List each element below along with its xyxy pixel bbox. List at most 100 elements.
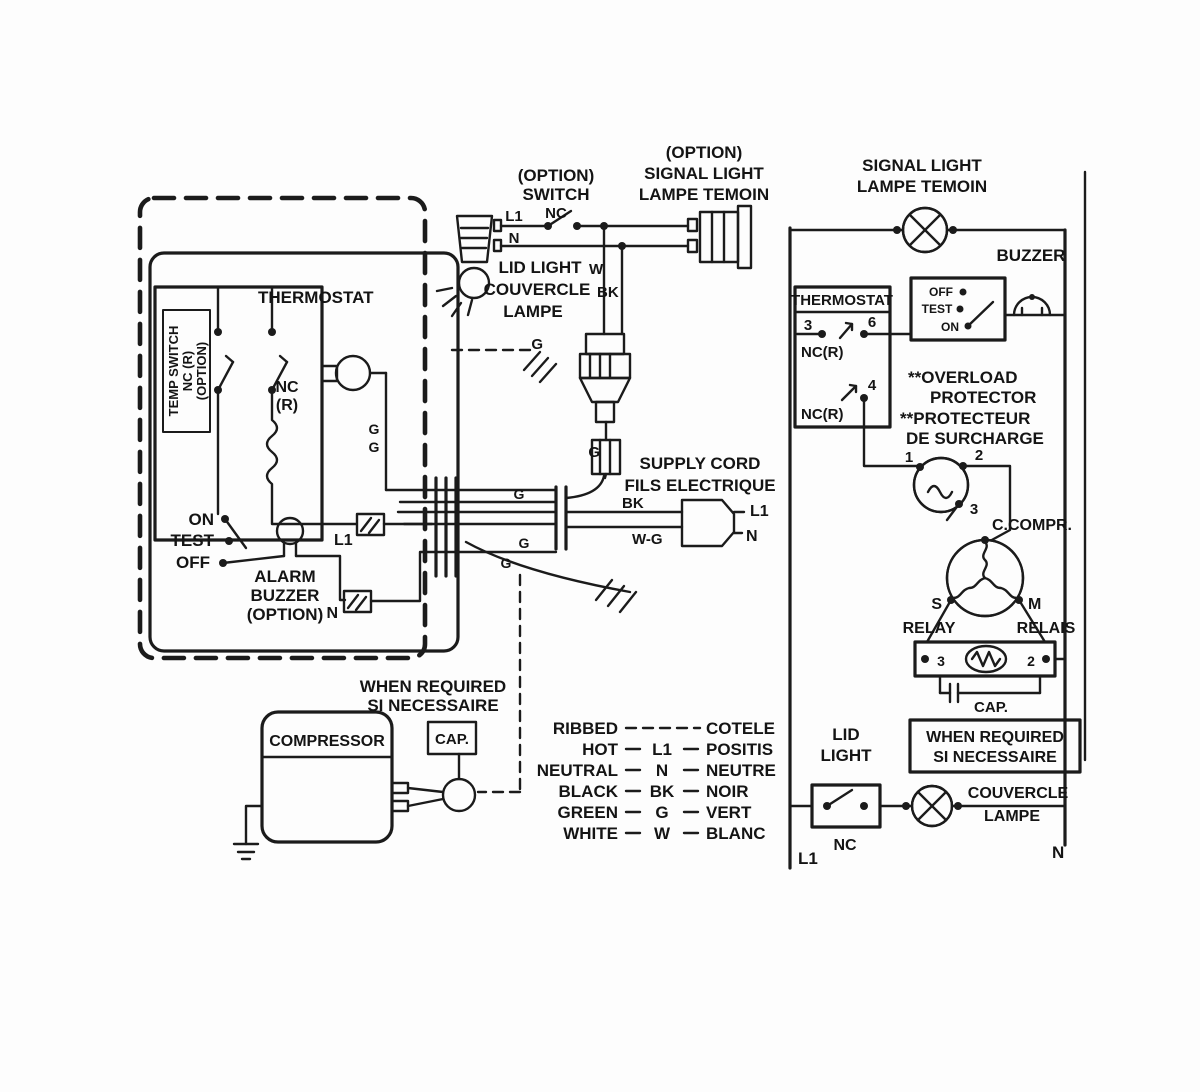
left-g1-label: G — [369, 421, 380, 437]
lid-switch-l1: L1 — [505, 208, 523, 225]
couvercle-line1: COUVERCLE — [968, 785, 1069, 802]
supply-line2: FILS ELECTRIQUE — [624, 476, 775, 495]
motor-m-label: M — [1028, 596, 1041, 613]
legend-fr-positis: POSITIS — [706, 740, 773, 759]
switch-arm — [825, 788, 854, 808]
ladder-signal-line2: LAMPE TEMOIN — [857, 177, 987, 196]
relay-terminal-2: 2 — [1027, 653, 1035, 669]
when-required-line1: WHEN REQUIRED — [360, 677, 506, 696]
supply-g1: G — [514, 486, 525, 502]
lid-light-line3: LAMPE — [503, 302, 563, 321]
supply-g2: G — [519, 535, 530, 551]
lid-light-assembly — [435, 209, 690, 336]
arrow-terminal-6 — [838, 322, 854, 340]
cap-label: CAP. — [435, 731, 469, 748]
lid-switch-label: SWITCH — [522, 185, 589, 204]
alarm-line3: (OPTION) — [247, 605, 324, 624]
overload-line3: **PROTECTEUR — [900, 409, 1030, 428]
legend-fr-vert: VERT — [706, 803, 752, 822]
signal-top-line1: (OPTION) — [666, 143, 743, 162]
supply-g4: G — [588, 444, 600, 461]
left-thermostat-label: THERMOSTAT — [258, 288, 374, 307]
left-thermostat-internals — [214, 285, 388, 526]
legend-fr-noir: NOIR — [706, 782, 749, 801]
supply-wg: W-G — [632, 531, 663, 548]
test-label: TEST — [171, 531, 215, 550]
supply-plug-icon — [680, 498, 746, 548]
ladder-l1-label: L1 — [798, 849, 818, 868]
wire-w-label: W — [589, 261, 604, 278]
sw-on-label: ON — [941, 320, 959, 334]
switch-arm — [966, 300, 995, 328]
overload-line4: DE SURCHARGE — [906, 429, 1044, 448]
lid-switch-option: (OPTION) — [518, 166, 595, 185]
signal-light-connector-icon — [686, 204, 753, 270]
lid-switch-n: N — [509, 230, 520, 247]
ladder-n-label: N — [1052, 843, 1064, 862]
ladder-rails — [788, 170, 1087, 870]
when-required-line2: SI NECESSAIRE — [367, 696, 498, 715]
option-dashed-wires — [476, 573, 522, 794]
ladder-when-required-line1: WHEN REQUIRED — [926, 729, 1064, 746]
signal-top-line3: LAMPE TEMOIN — [639, 185, 769, 204]
on-label: ON — [189, 510, 215, 529]
ladder-lid-label-line2: LIGHT — [821, 746, 873, 765]
wire-bundle — [384, 474, 684, 614]
when-required-box — [908, 718, 1082, 774]
left-nc-label: NC — [275, 379, 299, 396]
left-n-label: N — [326, 605, 338, 622]
couvercle-line2: LAMPE — [984, 808, 1040, 825]
pilot-lamp-icon — [320, 354, 388, 492]
terminal-6-label: 6 — [868, 314, 876, 331]
capacitor-box — [426, 720, 478, 756]
ladder-signal-line1: SIGNAL LIGHT — [862, 156, 982, 175]
legend-en-black: BLACK — [559, 782, 619, 801]
plug-icon-n — [342, 550, 438, 614]
relais-label: RELAIS — [1017, 620, 1076, 637]
wire-bk-label: BK — [597, 284, 619, 301]
wire-g-label: G — [531, 336, 543, 353]
sw-test-label: TEST — [922, 302, 953, 316]
arrow-terminal-4 — [840, 384, 858, 402]
compressor-assembly — [232, 710, 478, 861]
overload-protector-icon — [862, 396, 1012, 543]
legend-en-ribbed: RIBBED — [553, 719, 618, 738]
legend-en-green: GREEN — [558, 803, 618, 822]
capacitor-icon — [938, 674, 1042, 704]
supply-n: N — [746, 528, 758, 545]
legend-code-n: N — [656, 761, 668, 780]
lamp-socket-icon — [450, 332, 632, 480]
relay-terminal-3: 3 — [937, 653, 945, 669]
legend-en-white: WHITE — [563, 824, 618, 843]
signal-top-line2: SIGNAL LIGHT — [644, 164, 764, 183]
legend-fr-neutre: NEUTRE — [706, 761, 776, 780]
legend-fr-cotele: COTELE — [706, 719, 775, 738]
ladder-when-required-line2: SI NECESSAIRE — [933, 749, 1057, 766]
op-terminal-3: 3 — [970, 501, 978, 518]
nc-r-top-label: NC(R) — [801, 344, 844, 361]
left-switch-buzzer — [219, 515, 347, 602]
op-terminal-1: 1 — [905, 449, 913, 466]
terminal-4-label: 4 — [868, 377, 877, 394]
left-enclosure — [137, 195, 460, 661]
terminal-3-label: 3 — [804, 317, 812, 334]
nc-r-bottom-label: NC(R) — [801, 406, 844, 423]
ground-icon-compressor — [232, 804, 264, 861]
buzzer-label: BUZZER — [997, 246, 1066, 265]
ladder-lid-light-rung — [788, 783, 1067, 829]
legend-code-g: G — [655, 803, 668, 822]
motor-s-label: S — [931, 596, 942, 613]
legend-fr-blanc: BLANC — [706, 824, 766, 843]
ladder-lid-label-line1: LID — [832, 725, 859, 744]
op-terminal-2: 2 — [975, 447, 983, 464]
bulb-icon — [435, 214, 494, 318]
relay-coil-icon — [964, 644, 1008, 674]
alarm-line2: BUZZER — [251, 586, 320, 605]
ladder-cap-label: CAP. — [974, 699, 1008, 716]
supply-bk: BK — [622, 495, 644, 512]
legend-code-l1: L1 — [652, 740, 672, 759]
left-g2-label: G — [369, 439, 380, 455]
lid-switch-box — [810, 783, 882, 829]
